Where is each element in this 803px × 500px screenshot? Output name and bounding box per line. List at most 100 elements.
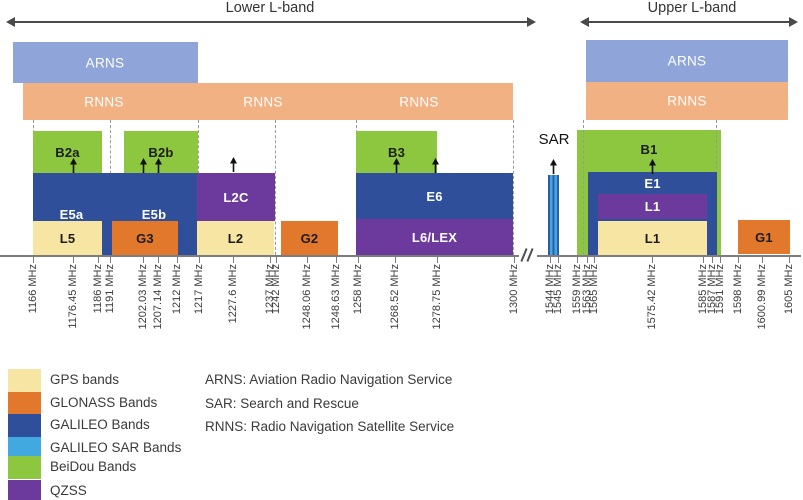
- legend-swatch-glonass: [8, 392, 41, 415]
- axis-tick: [98, 257, 99, 263]
- band-l2: L2: [197, 221, 274, 255]
- band-e6: E6: [356, 173, 513, 219]
- band-l1: L1: [598, 194, 707, 219]
- service-band-arns: ARNS: [586, 40, 788, 82]
- upper-lband-title: Upper L-band: [647, 0, 737, 16]
- band-l5: L5: [33, 221, 102, 255]
- band-label: B2b: [148, 144, 174, 160]
- up-arrow-icon: [69, 158, 78, 173]
- band-l2c: L2C: [197, 173, 275, 221]
- definition-rnns: RNNS: Radio Navigation Satellite Service: [205, 419, 455, 434]
- up-arrow-icon: [139, 158, 148, 173]
- axis-tick: [270, 257, 271, 263]
- axis-tick: [199, 257, 200, 263]
- axis-tick: [110, 257, 111, 263]
- legend-item-label: GPS bands: [50, 372, 120, 387]
- axis-tick: [177, 257, 178, 263]
- band-label: G1: [755, 229, 773, 245]
- legend-swatch-beidou: [8, 456, 41, 479]
- service-band-label: RNNS: [667, 93, 707, 109]
- band-label: L1: [644, 199, 661, 214]
- arrowhead-left-icon: [6, 17, 15, 27]
- band-label: G2: [300, 230, 319, 246]
- axis-tick: [738, 257, 739, 263]
- band-b2a: B2a: [33, 131, 102, 173]
- band-label: E5b: [141, 206, 167, 222]
- band-g1: G1: [738, 220, 790, 254]
- legend-item-label: QZSS: [50, 483, 87, 498]
- axis-tick: [789, 257, 790, 263]
- band-label: E6: [426, 188, 443, 204]
- axis-tick: [652, 257, 653, 263]
- axis-tick: [158, 257, 159, 263]
- band-g3: G3: [112, 221, 178, 255]
- axis-tick: [550, 257, 551, 263]
- axis-tick: [762, 257, 763, 263]
- dashed-gridline: [583, 120, 584, 255]
- lower-lband-range-arrow: [12, 21, 530, 23]
- legend-swatch-gps: [8, 369, 41, 392]
- band-b2b: B2b: [124, 131, 198, 173]
- axis-tick: [233, 257, 234, 263]
- axis-tick: [395, 257, 396, 263]
- band-l1: L1: [598, 221, 707, 255]
- sar-band-bar: [548, 175, 559, 255]
- legend-swatch-galileo: [8, 414, 41, 437]
- axis-tick: [720, 257, 721, 263]
- legend-item-label: BeiDou Bands: [50, 459, 137, 474]
- axis-tick: [587, 257, 588, 263]
- axis-tick: [703, 257, 704, 263]
- up-arrow-icon: [549, 159, 558, 174]
- axis-tick: [143, 257, 144, 263]
- service-band-arns: ARNS: [13, 42, 198, 83]
- service-band-label: ARNS: [667, 53, 707, 69]
- legend-swatch-qzss: [8, 480, 41, 500]
- dashed-gridline: [275, 120, 276, 255]
- band-g2: G2: [281, 221, 338, 255]
- dashed-gridline: [513, 120, 514, 255]
- service-band-label: RNNS: [243, 94, 283, 109]
- arrowhead-left-icon: [580, 17, 589, 27]
- band-label: B2a: [55, 144, 80, 160]
- axis-tick: [712, 257, 713, 263]
- band-label: L6/LEX: [411, 229, 458, 245]
- definition-arns: ARNS: Aviation Radio Navigation Service: [205, 372, 453, 387]
- axis-tick: [307, 257, 308, 263]
- axis-tick: [594, 257, 595, 263]
- definition-sar: SAR: Search and Rescue: [205, 396, 359, 411]
- band-label: B1: [640, 142, 658, 157]
- legend-item-label: GALILEO Bands: [50, 417, 150, 432]
- axis-tick: [73, 257, 74, 263]
- legend-item-label: GALILEO SAR Bands: [50, 440, 182, 455]
- up-arrow-icon: [648, 159, 657, 174]
- band-label: L5: [59, 230, 76, 246]
- lower-lband-title: Lower L-band: [225, 0, 315, 16]
- band-label: E1: [644, 176, 661, 191]
- up-arrow-icon: [229, 157, 238, 172]
- sar-label: SAR: [538, 131, 570, 148]
- legend-swatch-galileo_sar: [8, 437, 41, 460]
- up-arrow-icon: [431, 158, 440, 173]
- band-label: B3: [387, 144, 406, 160]
- axis-tick: [514, 257, 515, 263]
- arrowhead-right-icon: [789, 17, 798, 27]
- band-label: L1: [644, 230, 661, 246]
- service-band-rnns: RNNS: [586, 82, 788, 120]
- band-label: E5a: [59, 206, 84, 222]
- axis-tick: [358, 257, 359, 263]
- band-label: L2C: [223, 189, 249, 205]
- service-band-label: ARNS: [85, 55, 125, 70]
- axis-line: [0, 255, 801, 257]
- up-arrow-icon: [392, 158, 401, 173]
- band-l6-lex: L6/LEX: [356, 219, 513, 255]
- axis-tick: [33, 257, 34, 263]
- band-label: L2: [227, 230, 244, 246]
- axis-tick: [276, 257, 277, 263]
- axis-tick: [558, 257, 559, 263]
- axis-tick: [336, 257, 337, 263]
